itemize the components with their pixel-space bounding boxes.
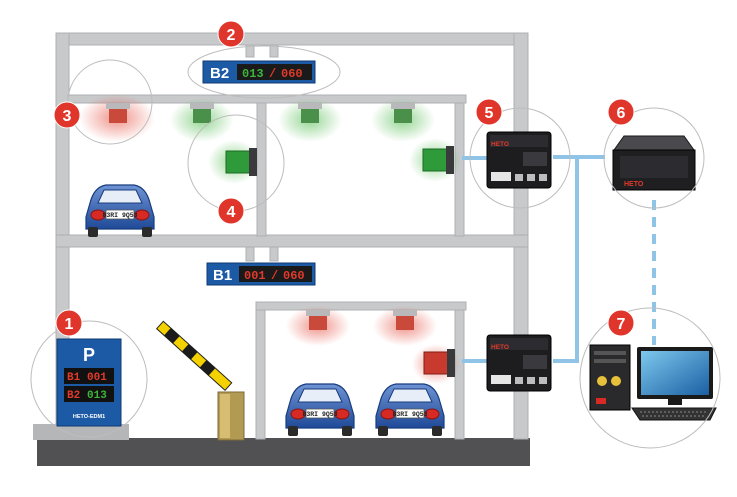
entrance-row1-count: 001	[87, 372, 107, 384]
entrance-row2-count: 013	[87, 390, 107, 402]
entrance-row1-level: B1	[67, 372, 81, 384]
server-brand: HETO	[624, 181, 644, 188]
building-structure	[55, 32, 529, 440]
marker-5	[475, 98, 503, 126]
plate-text: 83RI 9Q53	[302, 411, 337, 418]
b1-sign-separator: /	[271, 269, 278, 283]
b2-sign-separator: /	[269, 67, 276, 81]
red-light-icon	[306, 310, 330, 330]
b1-sign-count: 001	[244, 269, 266, 283]
b2-sign-count: 013	[242, 67, 264, 81]
barrier-icon	[155, 320, 245, 441]
red-light-icon	[393, 310, 417, 330]
marker-1	[55, 309, 83, 337]
marker-6-label: 6	[617, 105, 626, 122]
green-detector-icon	[225, 148, 257, 176]
marker-4	[217, 197, 245, 225]
marker-3-label: 3	[63, 108, 72, 125]
b1-sign-level: B1	[213, 267, 232, 284]
computer-icon	[589, 344, 717, 421]
b2-sign-total: 060	[281, 67, 303, 81]
marker-7	[607, 309, 635, 337]
b1-sign-total: 060	[283, 269, 305, 283]
server-icon	[612, 135, 696, 191]
ground-slab	[37, 438, 530, 466]
car-icon	[285, 383, 355, 437]
parking-p-symbol: P	[83, 345, 95, 365]
marker-6	[607, 98, 635, 126]
controller-brand: HETO	[491, 141, 509, 148]
marker-2	[217, 20, 245, 48]
green-detector-icon	[422, 146, 454, 174]
controller-brand: HETO	[491, 344, 509, 351]
marker-4-label: 4	[227, 204, 236, 221]
entrance-row2-level: B2	[67, 390, 80, 402]
green-light-icon	[298, 103, 322, 123]
car-icon	[85, 184, 155, 238]
network-links	[462, 155, 656, 363]
entrance-model-label: HETO-EDM1	[73, 414, 105, 420]
plate-text: 83RI 9Q53	[392, 411, 427, 418]
car-icon	[375, 383, 445, 437]
marker-2-label: 2	[227, 27, 236, 44]
marker-1-label: 1	[65, 316, 74, 333]
entrance-display	[33, 338, 129, 440]
marker-7-label: 7	[617, 316, 626, 333]
red-detector-icon	[423, 349, 455, 377]
green-light-icon	[190, 103, 214, 123]
plate-text: 83RI 9Q53	[102, 212, 137, 219]
b2-sign-level: B2	[210, 65, 229, 82]
marker-5-label: 5	[485, 105, 494, 122]
green-light-icon	[391, 103, 415, 123]
marker-3	[53, 101, 81, 129]
red-light-icon	[106, 103, 130, 123]
